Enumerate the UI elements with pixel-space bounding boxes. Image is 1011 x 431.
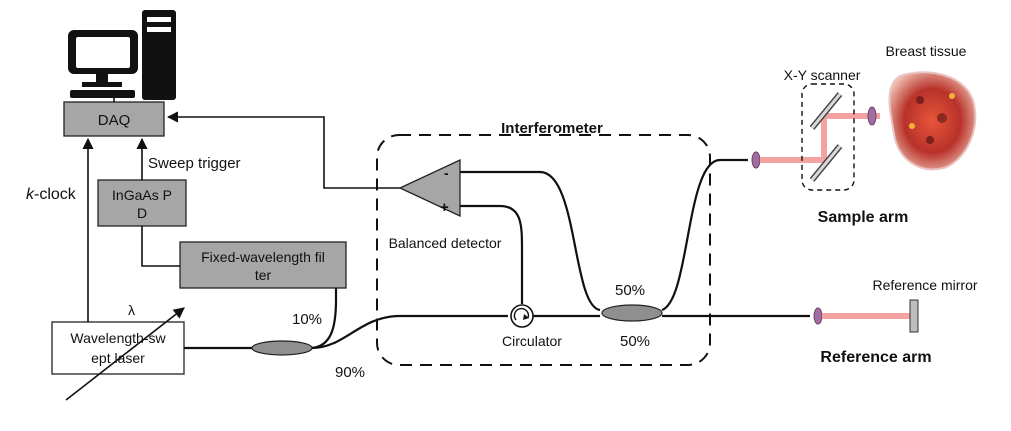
coupler-50-50 — [601, 304, 663, 322]
xy-scanner-label: X-Y scanner — [784, 67, 861, 83]
detector-daq-arrow — [166, 111, 400, 189]
reference-mirror-label: Reference mirror — [872, 277, 977, 293]
ratio-90-label: 90% — [335, 364, 365, 381]
fiber-minus-input — [460, 170, 601, 312]
reference-arm-label: Reference arm — [820, 349, 931, 366]
galvo-mirror-x-face — [810, 93, 842, 129]
balanced-detector — [398, 158, 461, 218]
ratio-50-top-label: 50% — [615, 282, 645, 299]
photodetector-label-1: InGaAs P — [112, 187, 172, 203]
interferometer-label: Interferometer — [501, 120, 603, 137]
reference-collimator-lens — [813, 307, 823, 325]
balanced-detector-label: Balanced detector — [389, 235, 502, 251]
fiber-90-percent — [311, 314, 508, 350]
ratio-10-label: 10% — [292, 311, 322, 328]
circulator-icon — [510, 304, 534, 328]
k-clock-k: k — [26, 186, 35, 203]
lambda-label: λ — [128, 302, 135, 318]
sample-beam — [760, 113, 880, 163]
sweep-trigger-label: Sweep trigger — [148, 155, 241, 172]
laser-label-2: ept laser — [91, 350, 145, 366]
daq-label: DAQ — [98, 112, 131, 129]
detector-minus: - — [444, 165, 449, 181]
galvo-mirror-y-face — [810, 145, 842, 181]
filter-box — [179, 241, 347, 289]
photodetector-label-2: D — [137, 205, 147, 221]
ratio-50-bottom-label: 50% — [620, 333, 650, 350]
computer-icon — [68, 10, 176, 100]
filter-pd-link — [141, 226, 180, 267]
k-clock-rest: -clock — [34, 186, 77, 203]
xy-scanner-box — [801, 83, 855, 191]
tissue-image — [888, 71, 977, 171]
k-clock-label: k-clock — [26, 186, 77, 203]
filter-label-2: ter — [255, 267, 272, 283]
mirror-icon — [909, 299, 919, 333]
objective-lens — [867, 106, 877, 126]
circulator-label: Circulator — [502, 333, 562, 349]
coupler-90-10 — [251, 340, 313, 356]
fiber-plus-input — [460, 204, 524, 304]
tuning-arrow — [65, 307, 185, 401]
sample-arm-label: Sample arm — [818, 209, 909, 226]
breast-tissue-label: Breast tissue — [886, 43, 967, 59]
detector-plus: + — [440, 199, 449, 216]
interferometer-boundary — [376, 134, 711, 366]
sample-collimator-lens — [751, 151, 761, 169]
laser-label-1: Wavelength-sw — [70, 330, 166, 346]
filter-label-1: Fixed-wavelength fil — [201, 249, 325, 265]
sample-arm-fiber — [661, 158, 748, 312]
